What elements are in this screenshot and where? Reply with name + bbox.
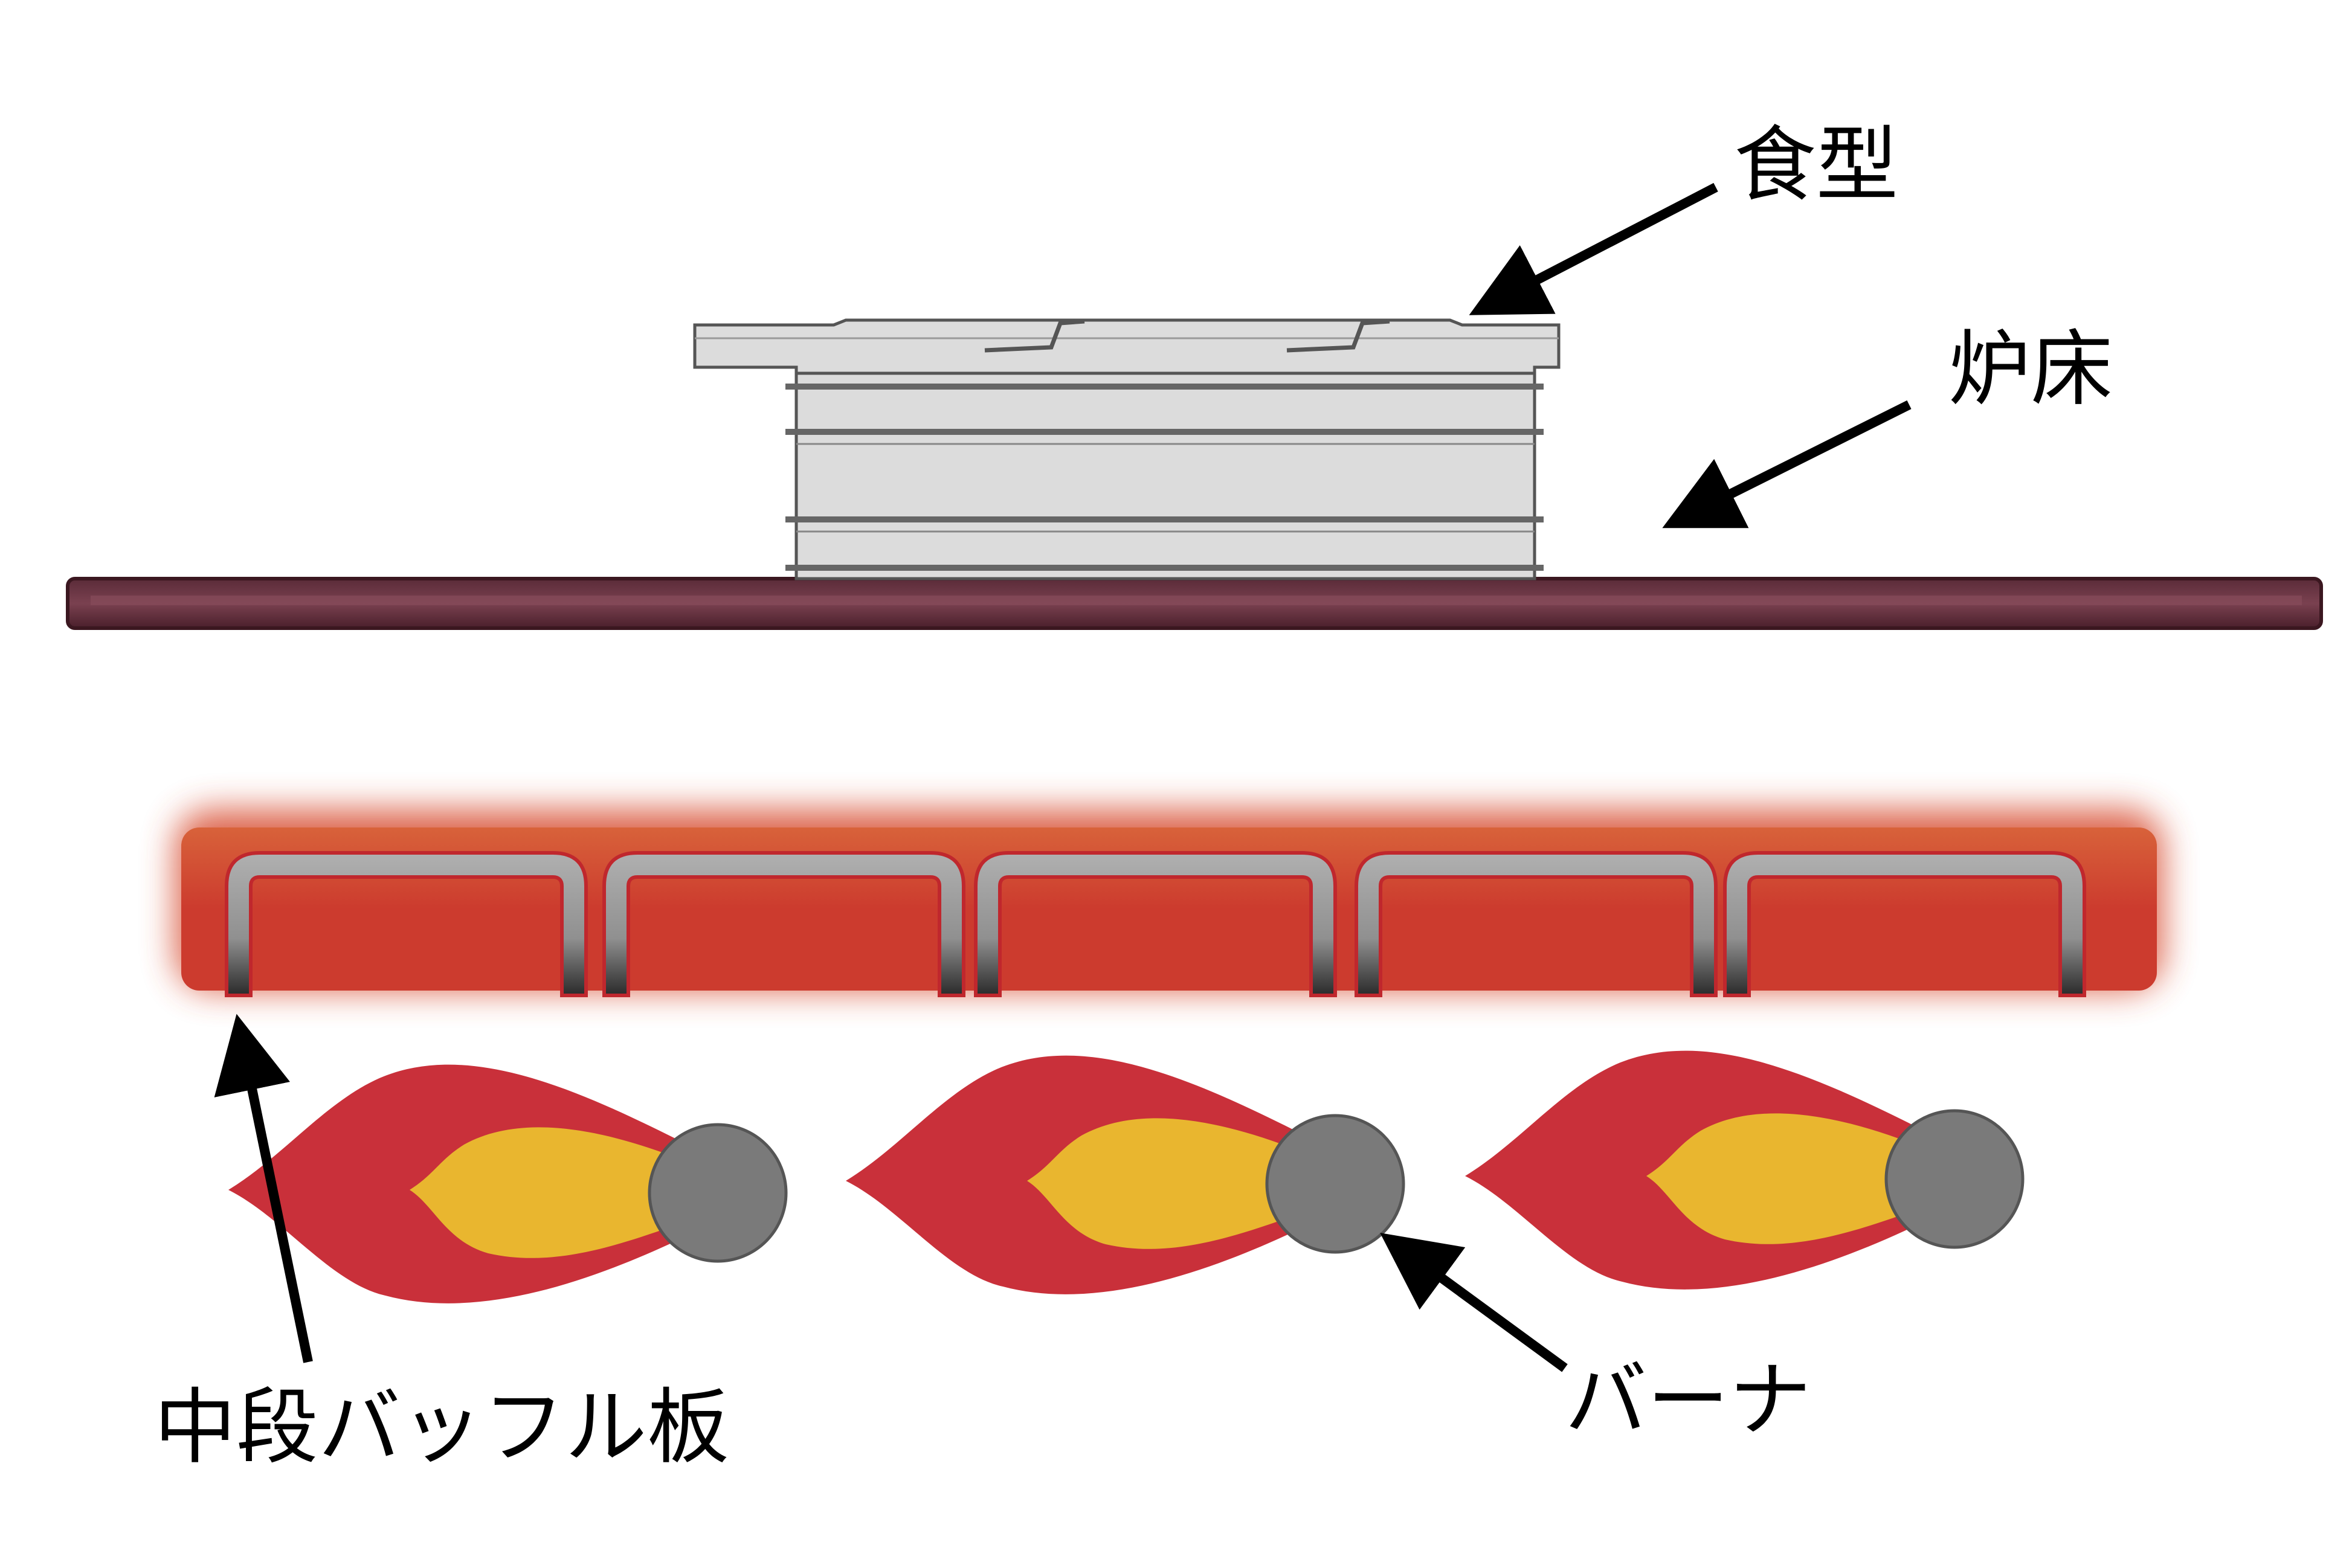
burner-3 — [1465, 1050, 2025, 1290]
baffle-plate-3 — [974, 851, 1337, 997]
baffle-plates — [225, 851, 2086, 997]
label-burner: バーナ — [1565, 1353, 1811, 1448]
mold — [693, 318, 1561, 580]
baffle-plate-1 — [225, 851, 588, 997]
label-mold: 食型 — [1734, 118, 1898, 213]
hearth — [66, 577, 2323, 630]
burner-head-3 — [1884, 1109, 2025, 1249]
baffle-assembly — [175, 809, 2163, 991]
flame-inner-2 — [1027, 1118, 1299, 1249]
baffle-plate-2 — [602, 851, 965, 997]
baffle-plate-4 — [1355, 851, 1718, 997]
arrows — [214, 182, 1912, 1372]
flame-inner-3 — [1646, 1113, 1918, 1244]
flame-inner-1 — [410, 1127, 681, 1258]
arrow-burner — [1380, 1233, 1568, 1372]
arrow-hearth — [1662, 400, 1912, 529]
burner-1 — [228, 1064, 788, 1303]
arrow-mold — [1469, 182, 1718, 315]
burner-head-2 — [1265, 1114, 1405, 1254]
burner-head-1 — [648, 1123, 788, 1263]
baffle-plate-5 — [1723, 851, 2086, 997]
label-hearth: 炉床 — [1948, 322, 2113, 417]
burner-2 — [846, 1055, 1405, 1294]
label-baffle: 中段バッフル板 — [154, 1380, 729, 1476]
arrow-baffle — [214, 1014, 313, 1363]
burners — [228, 1050, 2025, 1303]
